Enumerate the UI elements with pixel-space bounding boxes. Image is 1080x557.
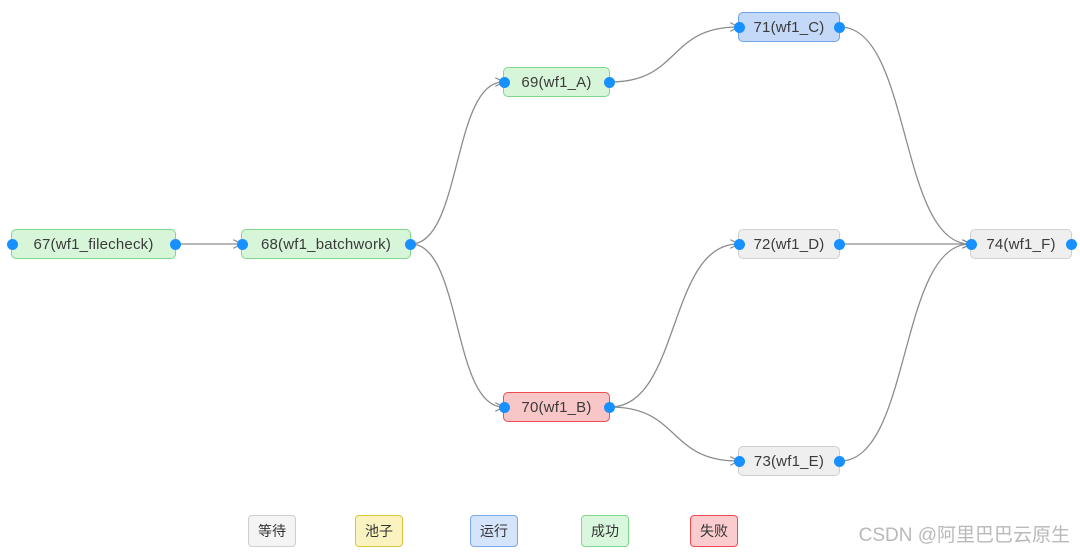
node-67[interactable]: 67(wf1_filecheck) (6, 229, 181, 259)
legend-item-waiting: 等待 (248, 515, 296, 547)
node-port-in[interactable] (965, 238, 977, 250)
legend-item-pool: 池子 (355, 515, 403, 547)
edge-69-71 (609, 27, 738, 83)
node-label: 74(wf1_F) (986, 235, 1056, 253)
node-70[interactable]: 70(wf1_B) (498, 392, 615, 422)
node-port-out[interactable] (169, 238, 181, 250)
node-port-in[interactable] (733, 238, 745, 250)
node-label: 68(wf1_batchwork) (260, 235, 392, 253)
node-port-out[interactable] (603, 401, 615, 413)
edge-70-73 (609, 406, 738, 461)
node-label: 67(wf1_filecheck) (33, 235, 154, 253)
node-port-in[interactable] (498, 76, 510, 88)
legend-item-running: 运行 (470, 515, 518, 547)
node-port-in[interactable] (733, 455, 745, 467)
edge-71-74 (839, 26, 970, 244)
node-port-in[interactable] (733, 21, 745, 33)
node-73[interactable]: 73(wf1_E) (733, 446, 845, 476)
node-label: 72(wf1_D) (753, 235, 825, 253)
node-label: 73(wf1_E) (753, 452, 825, 470)
node-port-out[interactable] (603, 76, 615, 88)
node-label: 71(wf1_C) (753, 18, 825, 36)
watermark: CSDN @阿里巴巴云原生 (858, 525, 1070, 546)
node-68[interactable]: 68(wf1_batchwork) (236, 229, 416, 259)
node-port-in[interactable] (498, 401, 510, 413)
edge-68-69 (410, 82, 503, 245)
node-label: 69(wf1_A) (521, 73, 592, 91)
node-72[interactable]: 72(wf1_D) (733, 229, 845, 259)
edge-73-74 (839, 244, 970, 462)
node-69[interactable]: 69(wf1_A) (498, 67, 615, 97)
node-port-out[interactable] (1065, 238, 1077, 250)
legend-item-failed: 失败 (690, 515, 738, 547)
legend: 等待 池子 运行 成功 失败 (0, 513, 1080, 553)
node-port-out[interactable] (833, 238, 845, 250)
edge-68-70 (410, 243, 503, 407)
node-port-in[interactable] (236, 238, 248, 250)
node-port-in[interactable] (6, 238, 18, 250)
node-port-out[interactable] (833, 21, 845, 33)
node-label: 70(wf1_B) (521, 398, 592, 416)
legend-item-success: 成功 (581, 515, 629, 547)
node-port-out[interactable] (404, 238, 416, 250)
node-port-out[interactable] (833, 455, 845, 467)
edge-70-72 (609, 244, 738, 408)
node-74[interactable]: 74(wf1_F) (965, 229, 1077, 259)
node-71[interactable]: 71(wf1_C) (733, 12, 845, 42)
